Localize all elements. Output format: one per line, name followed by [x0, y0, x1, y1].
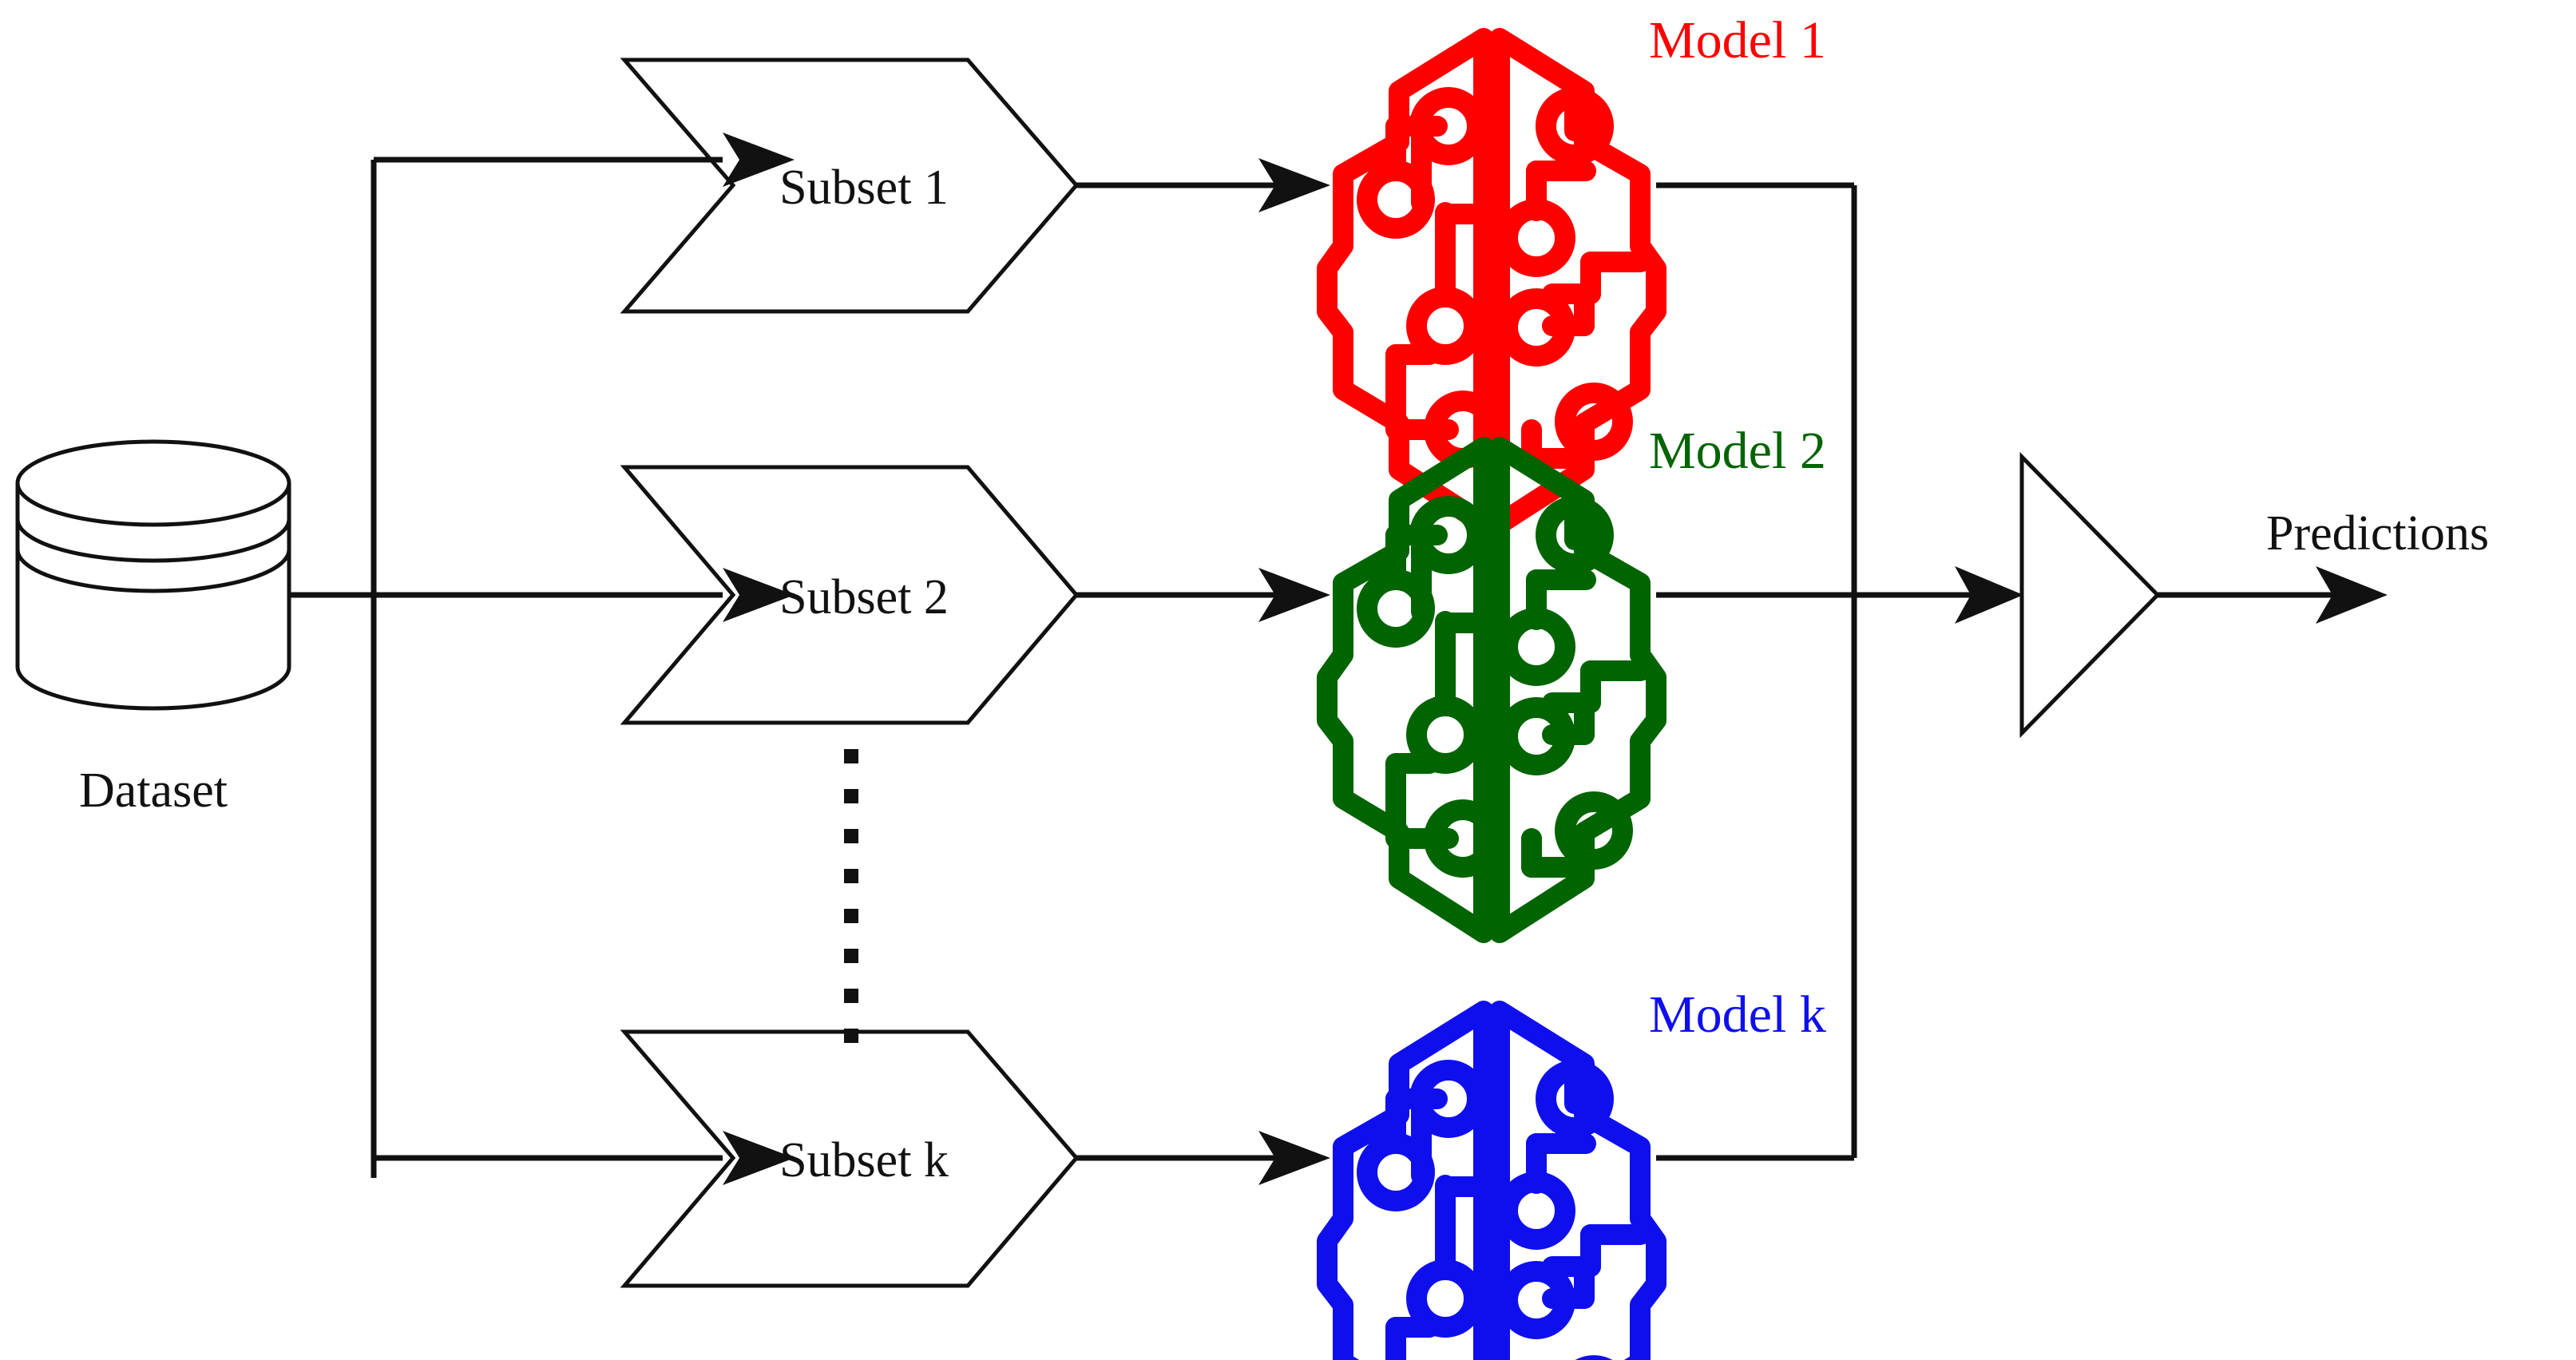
subset-node-1[interactable]: Subset 1 — [620, 57, 1080, 314]
aggregator-node[interactable] — [2019, 451, 2161, 739]
ellipsis-dot — [844, 989, 858, 1003]
subset-label-k: Subset k — [779, 1133, 949, 1188]
dataset-to-subsets-connector — [289, 133, 795, 1185]
subset-label-1: Subset 1 — [779, 161, 949, 215]
triangle-aggregator-icon — [2019, 451, 2161, 739]
chevron-pentagon-icon-1 — [620, 57, 1080, 314]
ellipsis-dot — [844, 909, 858, 923]
ellipsis-dot — [844, 1029, 858, 1043]
arrow-head-subset-k — [723, 1131, 795, 1185]
model-label-1: Model 1 — [1649, 11, 1826, 69]
arrow-head-subset-1 — [723, 133, 795, 187]
ellipsis-dot — [844, 869, 858, 883]
ellipsis-dot — [844, 949, 858, 963]
subset-to-model-connectors — [1076, 158, 1330, 1185]
ellipsis-dot — [844, 829, 858, 843]
model-node-1[interactable]: Model 1 — [1327, 11, 1826, 524]
subset-node-2[interactable]: Subset 2 — [620, 465, 1080, 725]
arrow-head-aggregator — [1955, 566, 2023, 624]
model-label-k: Model k — [1649, 985, 1826, 1044]
predictions-label: Predictions — [2266, 506, 2489, 561]
model-node-2[interactable]: Model 2 — [1327, 422, 1826, 933]
dataset-label: Dataset — [79, 763, 228, 818]
chevron-pentagon-icon-2 — [620, 465, 1080, 725]
ellipsis-dot — [844, 789, 858, 803]
model-node-k[interactable]: Model k — [1327, 985, 1826, 1360]
arrow-head-model-2 — [1258, 568, 1330, 622]
arrow-right-icon — [2316, 566, 2388, 624]
models-to-aggregator-connector — [1656, 182, 2023, 1161]
subset-node-k[interactable]: Subset k — [620, 1029, 1080, 1288]
predictions-output: Predictions — [2158, 506, 2489, 624]
vertical-ellipsis-icon — [844, 749, 858, 1043]
database-cylinder-icon — [15, 439, 291, 711]
arrow-head-model-k — [1258, 1131, 1330, 1185]
arrow-head-model-1 — [1258, 158, 1330, 212]
arrow-head-subset-2 — [723, 568, 795, 622]
subset-label-2: Subset 2 — [779, 570, 949, 624]
ellipsis-dot — [844, 749, 858, 763]
dataset-node[interactable]: Dataset — [15, 439, 291, 818]
model-label-2: Model 2 — [1649, 422, 1826, 480]
chevron-pentagon-icon-k — [620, 1029, 1080, 1288]
